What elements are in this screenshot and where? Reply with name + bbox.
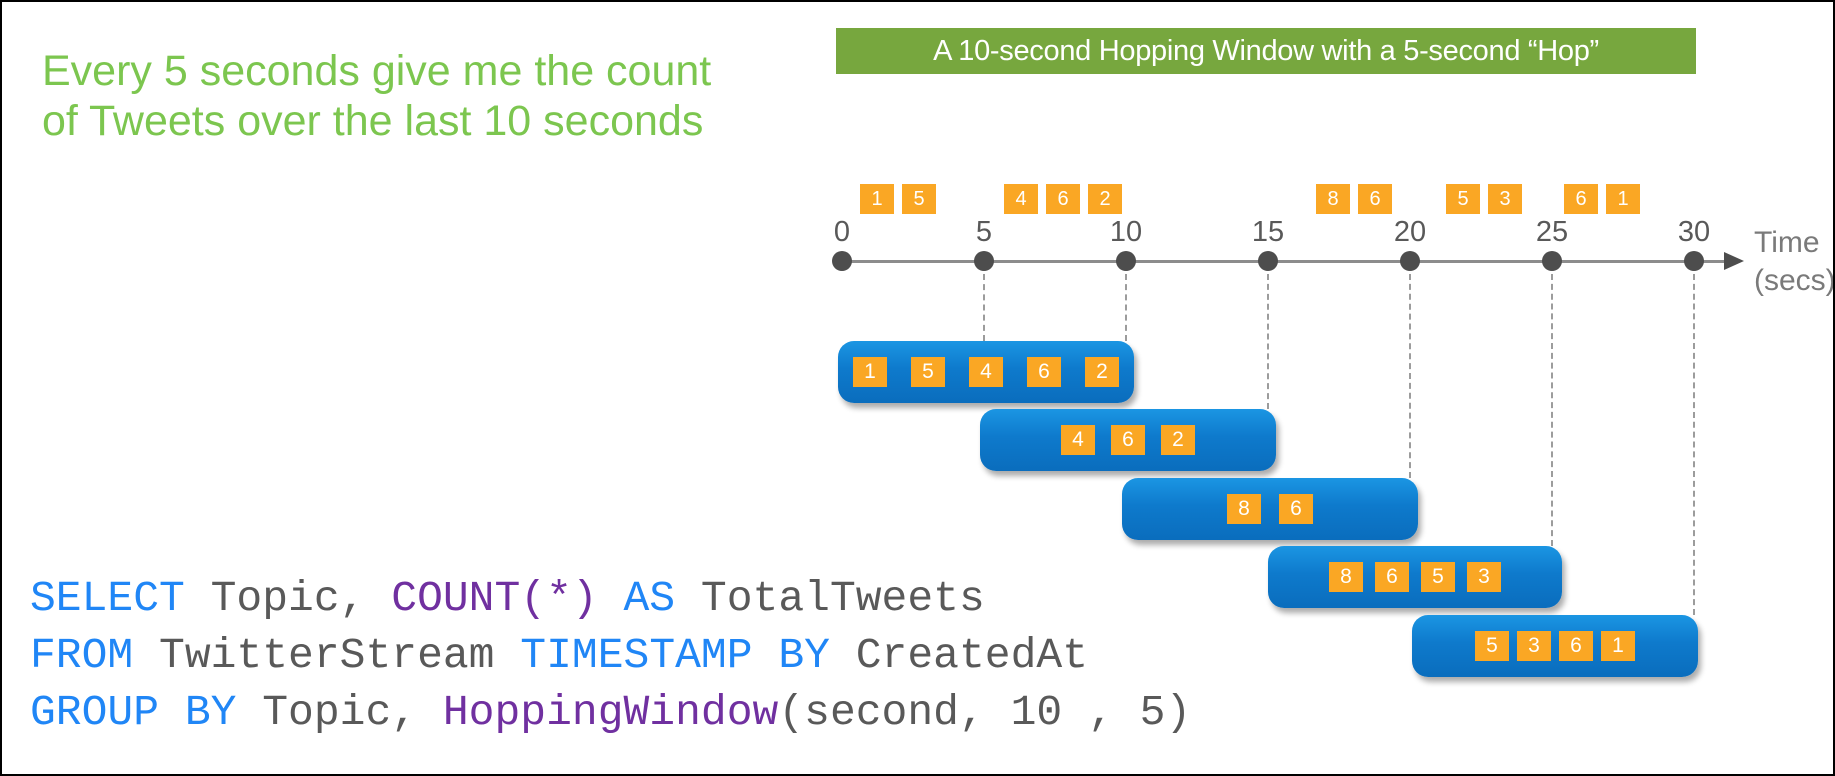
- sql-token: SELECT: [30, 574, 185, 623]
- sql-token: AS: [597, 574, 701, 623]
- event-chip: 8: [1227, 494, 1261, 524]
- sql-code-block: SELECT Topic, COUNT(*) AS TotalTweets FR…: [30, 570, 1191, 741]
- timeline-axis: [842, 260, 1728, 263]
- hop-banner: A 10-second Hopping Window with a 5-seco…: [836, 28, 1696, 74]
- sql-token: TwitterStream: [133, 631, 521, 680]
- sql-line-groupby: GROUP BY Topic, HoppingWindow(second, 10…: [30, 684, 1191, 741]
- tick-label-0: 0: [833, 216, 851, 248]
- sql-token: TIMESTAMP BY: [520, 631, 830, 680]
- sql-token: Topic,: [184, 574, 392, 623]
- timeline-event-chip: 5: [902, 184, 936, 214]
- hop-window-20-30: 5 3 6 1: [1412, 615, 1698, 677]
- timeline-arrow-icon: [1724, 252, 1744, 270]
- event-chip: 6: [1375, 562, 1409, 592]
- sql-token: Topic,: [236, 688, 443, 737]
- timeline-event-chip: 8: [1316, 184, 1350, 214]
- timeline-event-chip: 6: [1564, 184, 1598, 214]
- event-chip: 5: [911, 357, 945, 387]
- tick-label-5: 5: [975, 216, 993, 248]
- dashed-line-20: [1409, 274, 1411, 478]
- sql-token: GROUP BY: [30, 688, 237, 737]
- sql-token: HoppingWindow: [442, 688, 779, 737]
- hop-window-events: 5 3 6 1: [1412, 615, 1698, 677]
- sql-token: CreatedAt: [829, 631, 1088, 680]
- event-chip: 3: [1517, 631, 1551, 661]
- event-chip: 6: [1111, 425, 1145, 455]
- sql-token: COUNT(*): [391, 574, 598, 623]
- request-text: Every 5 seconds give me the count of Twe…: [42, 47, 712, 145]
- hop-window-events: 1 5 4 6 2: [838, 341, 1134, 403]
- tick-dot-25: [1542, 251, 1562, 271]
- hop-window-events: 8 6 5 3: [1268, 546, 1562, 608]
- event-chip: 1: [1601, 631, 1635, 661]
- tick-dot-20: [1400, 251, 1420, 271]
- sql-line-select: SELECT Topic, COUNT(*) AS TotalTweets: [30, 570, 1191, 627]
- event-chip: 4: [1061, 425, 1095, 455]
- sql-token: (second, 10 , 5): [778, 688, 1192, 737]
- event-chip: 6: [1279, 494, 1313, 524]
- hop-banner-label: A 10-second Hopping Window with a 5-seco…: [933, 34, 1599, 67]
- time-axis-label: Time (secs): [1754, 224, 1835, 300]
- event-chip: 5: [1475, 631, 1509, 661]
- sql-token: TotalTweets: [700, 574, 985, 623]
- tick-dot-10: [1116, 251, 1136, 271]
- hop-window-events: 4 6 2: [980, 409, 1276, 471]
- tick-dot-15: [1258, 251, 1278, 271]
- hop-window-0-10: 1 5 4 6 2: [838, 341, 1134, 403]
- event-chip: 2: [1161, 425, 1195, 455]
- sql-line-from: FROM TwitterStream TIMESTAMP BY CreatedA…: [30, 627, 1191, 684]
- tick-label-25: 25: [1535, 216, 1569, 248]
- tick-label-20: 20: [1393, 216, 1427, 248]
- tick-label-15: 15: [1251, 216, 1285, 248]
- time-axis-label-line2: (secs): [1754, 264, 1835, 297]
- event-chip: 2: [1085, 357, 1119, 387]
- dashed-line-5: [983, 274, 985, 341]
- timeline-event-chip: 6: [1358, 184, 1392, 214]
- event-chip: 6: [1027, 357, 1061, 387]
- timeline-event-chip: 1: [1606, 184, 1640, 214]
- hop-window-10-20: 8 6: [1122, 478, 1418, 540]
- event-chip: 3: [1467, 562, 1501, 592]
- sql-token: FROM: [30, 631, 134, 680]
- dashed-line-10: [1125, 274, 1127, 341]
- tick-label-10: 10: [1109, 216, 1143, 248]
- timeline-event-chip: 3: [1488, 184, 1522, 214]
- timeline-event-chip: 5: [1446, 184, 1480, 214]
- timeline-event-chip: 1: [860, 184, 894, 214]
- tick-dot-30: [1684, 251, 1704, 271]
- hop-window-5-15: 4 6 2: [980, 409, 1276, 471]
- time-axis-label-line1: Time: [1754, 226, 1820, 259]
- dashed-line-30: [1693, 274, 1695, 615]
- timeline-event-chip: 6: [1046, 184, 1080, 214]
- event-chip: 8: [1329, 562, 1363, 592]
- tick-label-30: 30: [1677, 216, 1711, 248]
- hop-window-15-25: 8 6 5 3: [1268, 546, 1562, 608]
- tick-dot-5: [974, 251, 994, 271]
- timeline-event-chip: 4: [1004, 184, 1038, 214]
- event-chip: 6: [1559, 631, 1593, 661]
- event-chip: 5: [1421, 562, 1455, 592]
- event-chip: 1: [853, 357, 887, 387]
- dashed-line-15: [1267, 274, 1269, 409]
- dashed-line-25: [1551, 274, 1553, 546]
- event-chip: 4: [969, 357, 1003, 387]
- tick-dot-0: [832, 251, 852, 271]
- timeline-event-chip: 2: [1088, 184, 1122, 214]
- hop-window-events: 8 6: [1122, 478, 1418, 540]
